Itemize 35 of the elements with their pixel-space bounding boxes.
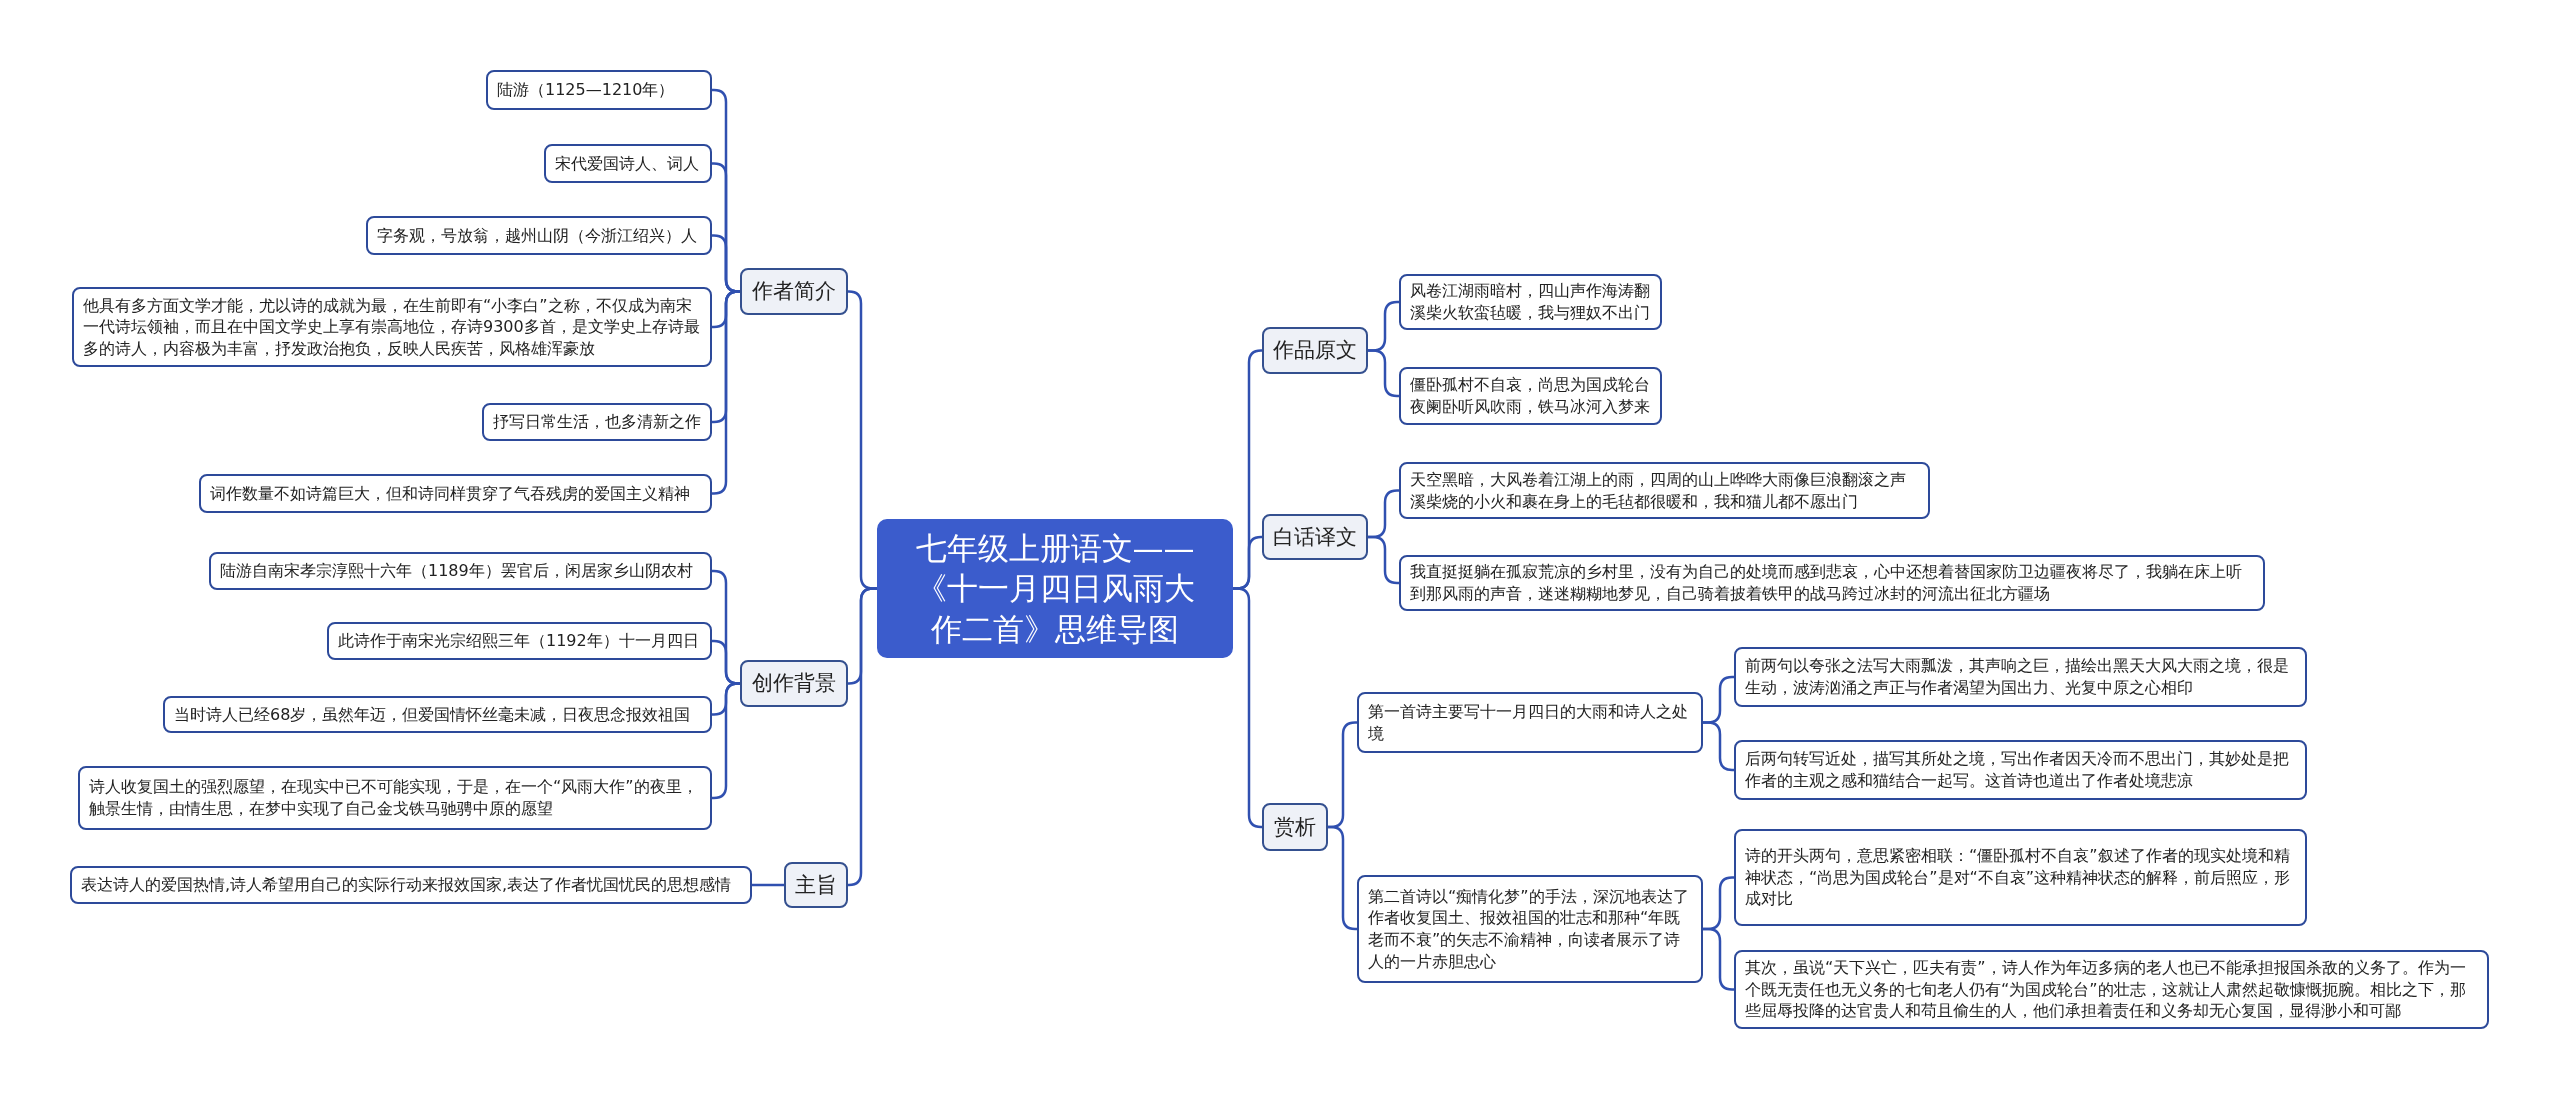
text-box: 陆游自南宋孝宗淳熙十六年（1189年）罢官后，闲居家乡山阴农村: [209, 552, 712, 590]
central-topic-box: 七年级上册语文——《十一月四日风雨大作二首》思维导图: [877, 519, 1233, 658]
text-box: 第二首诗以“痴情化梦”的手法，深沉地表达了作者收复国土、报效祖国的壮志和那种“年既老而不衰”的矢志不渝精神，向读者展示了诗人的一片赤胆忠心: [1357, 875, 1703, 983]
text-box: 前两句以夸张之法写大雨瓢泼，其声响之巨，描绘出黑天大风大雨之境，很是生动，波涛汹涌之声正与作者渴望为国出力、光复中原之心相印: [1734, 647, 2307, 707]
topic-box: 作者简介: [740, 268, 848, 315]
text-box: 我直挺挺躺在孤寂荒凉的乡村里，没有为自己的处境而感到悲哀，心中还想着替国家防卫边疆夜将尽了，我躺在床上听到那风雨的声音，迷迷糊糊地梦见，自己骑着披着铁甲的战马跨过冰封的河流出征北方疆场: [1399, 555, 2265, 611]
topic-box: 白话译文: [1262, 514, 1368, 560]
topic-box: 赏析: [1262, 803, 1328, 851]
text-box: 此诗作于南宋光宗绍熙三年（1192年）十一月四日: [327, 622, 712, 660]
connector-line: [1703, 927, 1734, 991]
text-box: 风卷江湖雨暗村，四山声作海涛翻溪柴火软蛮毡暖，我与狸奴不出门: [1399, 274, 1662, 330]
text-box: 第一首诗主要写十一月四日的大雨和诗人之处境: [1357, 692, 1703, 753]
topic-box: 创作背景: [740, 660, 848, 707]
text-box: 诗的开头两句，意思紧密相联：“僵卧孤村不自哀”叙述了作者的现实处境和精神状态，“尚思为国戍轮台”是对“不自哀”这种精神状态的解释，前后照应，形成对比: [1734, 829, 2307, 926]
connector-line: [752, 883, 784, 887]
text-box: 抒写日常生活，也多清新之作: [482, 403, 712, 441]
text-box: 僵卧孤村不自哀，尚思为国戍轮台夜阑卧听风吹雨，铁马冰河入梦来: [1399, 367, 1662, 425]
text-box: 他具有多方面文学才能，尤以诗的成就为最，在生前即有“小李白”之称，不仅成为南宋一代诗坛领袖，而且在中国文学史上享有崇高地位，存诗9300多首，是文学史上存诗最多的诗人，内容极为丰富，抒发政治抱负，反映人民疾苦，风格雄浑豪放: [72, 287, 712, 367]
text-box: 宋代爱国诗人、词人: [544, 144, 712, 183]
text-box: 当时诗人已经68岁，虽然年迈，但爱国情怀丝毫未减，日夜思念报效祖国: [163, 696, 712, 733]
text-box: 陆游（1125—1210年）: [486, 70, 712, 110]
topic-box: 主旨: [784, 862, 848, 908]
connector-line: [1233, 587, 1263, 829]
connector-line: [1368, 349, 1399, 398]
connector-line: [847, 587, 877, 887]
text-box: 字务观，号放翁，越州山阴（今浙江绍兴）人: [366, 216, 712, 255]
text-box: 表达诗人的爱国热情,诗人希望用自己的实际行动来报效国家,表达了作者忧国忧民的思想感情: [70, 866, 752, 904]
connector-line: [1703, 721, 1734, 772]
topic-box: 作品原文: [1262, 327, 1368, 374]
text-box: 词作数量不如诗篇巨大，但和诗同样贯穿了气吞残虏的爱国主义精神: [199, 474, 712, 513]
text-box: 诗人收复国土的强烈愿望，在现实中已不可能实现，于是，在一个“风雨大作”的夜里，触景生情，由情生思，在梦中实现了自己金戈铁马驰骋中原的愿望: [78, 766, 712, 830]
text-box: 天空黑暗，大风卷着江湖上的雨，四周的山上哗哗大雨像巨浪翻滚之声溪柴烧的小火和裹在身上的毛毡都很暖和，我和猫儿都不愿出门: [1399, 462, 1930, 519]
connector-line: [1368, 535, 1399, 585]
text-box: 其次，虽说“天下兴亡，匹夫有责”，诗人作为年迈多病的老人也已不能承担报国杀敌的义务了。作为一个既无责任也无义务的七旬老人仍有“为国戍轮台”的壮志，这就让人肃然起敬慷慨扼腕。相比之下，那些屈辱投降的达官贵人和苟且偷生的人，他们承担着责任和义务却无心复国，显得渺小和可鄙: [1734, 950, 2489, 1029]
text-box: 后两句转写近处，描写其所处之境，写出作者因天冷而不思出门，其妙处是把作者的主观之感和猫结合一起写。这首诗也道出了作者处境悲凉: [1734, 740, 2307, 800]
